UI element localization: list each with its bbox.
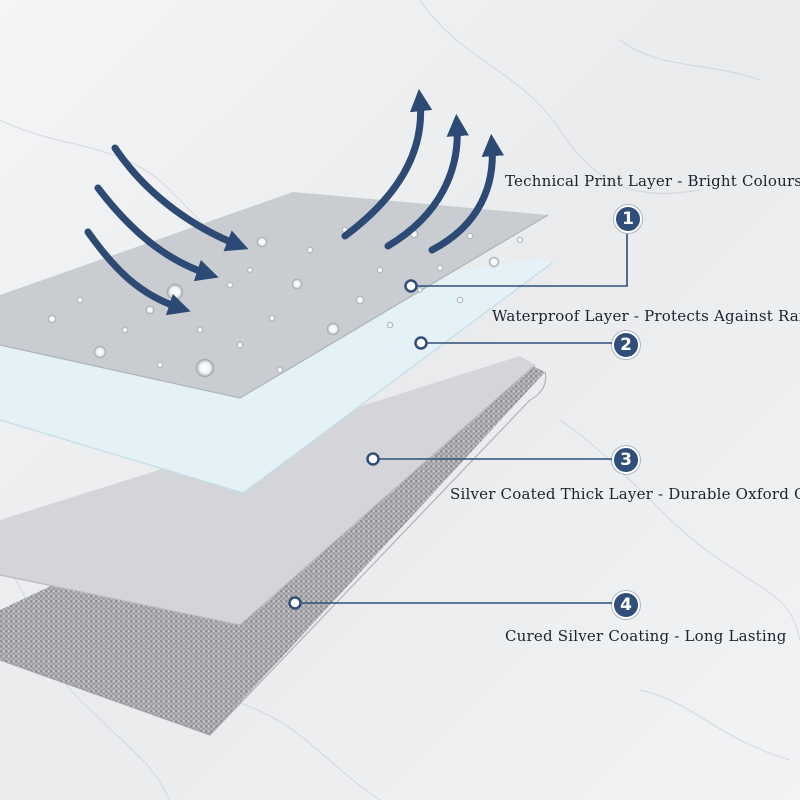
anchor-dot-1 [404,279,418,293]
badge-layer-1: 1 [614,205,642,233]
curved-arrow-in-icon [84,144,249,316]
curved-arrow-out-icon [341,88,505,254]
layer-3-silver-layer [0,356,535,625]
label-layer-1: Technical Print Layer - Bright Colours [505,172,800,190]
label-layer-3: Silver Coated Thick Layer - Durable Oxfo… [450,485,800,503]
anchor-dot-4 [288,596,302,610]
label-layer-4: Cured Silver Coating - Long Lasting [505,627,787,645]
label-layer-2: Waterproof Layer - Protects Against Rain [492,307,800,325]
leader-lines [295,234,628,604]
badge-layer-2: 2 [612,331,640,359]
badge-layer-4: 4 [612,591,640,619]
anchor-dots [288,279,428,610]
anchor-dot-3 [366,452,380,466]
badge-layer-3: 3 [612,446,640,474]
anchor-dot-2 [414,336,428,350]
layer-1-print [0,192,548,398]
